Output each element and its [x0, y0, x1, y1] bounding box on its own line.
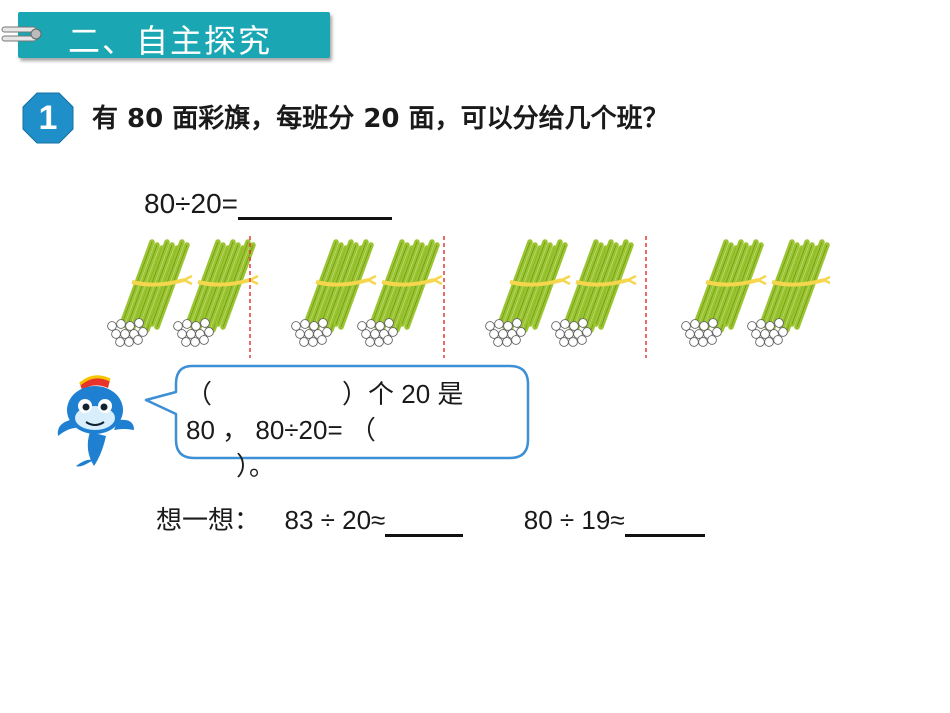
- stick-bundle: [291, 239, 377, 347]
- question-text: 有 80 面彩旗，每班分 20 面，可以分给几个班？: [92, 104, 669, 134]
- bubble-line-2: 80 ， 80÷20= （: [186, 415, 376, 445]
- think-label: 想一想：: [156, 505, 261, 535]
- think-prompt: 想一想： 83 ÷ 20≈ 80 ÷ 19≈: [156, 500, 705, 537]
- stick-bundle: [681, 239, 767, 347]
- think-blank-2[interactable]: [624, 508, 705, 537]
- bubble-line-1-rest: ）个 20 是: [342, 379, 464, 409]
- speech-bubble-text: （ ）个 20 是 80 ， 80÷20= （ ）。: [186, 376, 516, 484]
- stick-bundle: [107, 239, 193, 347]
- think-blank-1[interactable]: [385, 508, 464, 537]
- binder-clip-icon: [1, 26, 42, 42]
- section-banner: 二、自主探究: [18, 12, 330, 60]
- bubble-line-3: ）。: [236, 451, 276, 481]
- stick-bundle: [485, 239, 571, 347]
- bubble-open-paren: （: [186, 379, 213, 409]
- badge-shape: [22, 92, 74, 144]
- think-expression-2: 80 ÷ 19≈: [523, 505, 625, 535]
- question-number: 1: [38, 99, 58, 137]
- equation: 80÷20=: [144, 188, 393, 220]
- stick-bundles-illustration: [107, 236, 830, 358]
- speech-bubble: [144, 364, 530, 460]
- think-expression-1: 83 ÷ 20≈: [284, 505, 386, 535]
- equation-text: 80÷20=: [144, 188, 239, 219]
- stick-bundle: [173, 239, 259, 347]
- bubble-line-1: （ ）个 20 是: [186, 376, 516, 412]
- dolphin-mascot-icon: [57, 375, 134, 467]
- stick-bundle: [551, 239, 637, 347]
- stick-bundle: [747, 239, 830, 347]
- question-number-badge: 1: [22, 92, 74, 144]
- stick-bundle: [357, 239, 443, 347]
- answer-blank[interactable]: [238, 189, 393, 220]
- section-title: 二、自主探究: [68, 22, 273, 60]
